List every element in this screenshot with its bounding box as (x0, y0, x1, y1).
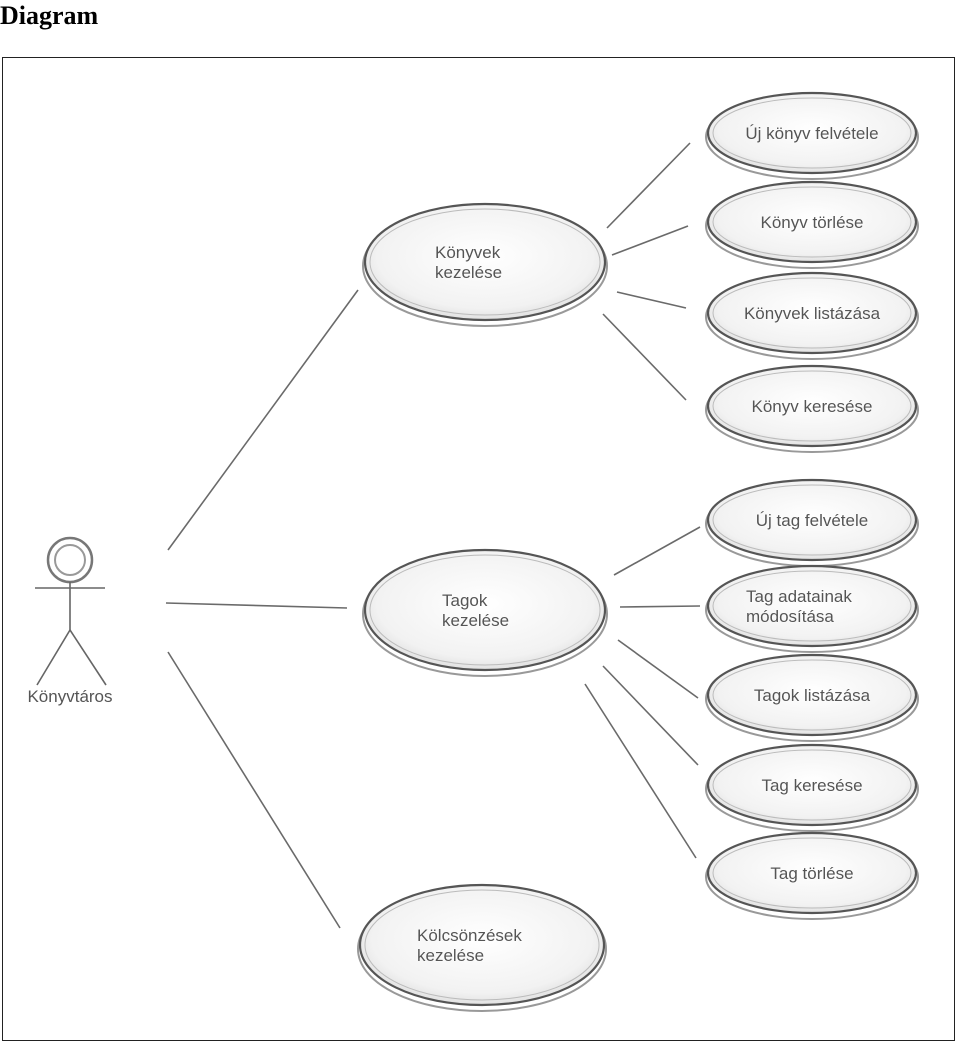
actor-label: Könyvtáros (27, 687, 112, 706)
page-heading: Diagram (0, 1, 99, 30)
use-case-label: Könyv keresése (752, 397, 873, 416)
use-case-books-1[interactable]: Könyv törlése (705, 180, 919, 269)
use-case-label: kezelése (417, 946, 484, 965)
use-case-label: Tag adatainak (746, 587, 852, 606)
actor: Könyvtáros (27, 536, 113, 706)
use-case-label: kezelése (442, 611, 509, 630)
diagram-frame (2, 57, 955, 1041)
actor-head-inner (54, 544, 86, 576)
actor-leg-left (36, 629, 71, 686)
association-line-members-4 (584, 683, 697, 859)
use-case-books-0[interactable]: Új könyv felvétele (705, 91, 919, 180)
association-line-members-2 (617, 639, 699, 699)
use-case-books-2[interactable]: Könyvek listázása (705, 271, 919, 360)
association-line-members-0 (613, 526, 701, 576)
use-case-members-3[interactable]: Tag keresése (705, 743, 919, 832)
use-case-label: kezelése (435, 263, 502, 282)
association-line-actor-loans (167, 651, 341, 929)
use-case-books-3[interactable]: Könyv keresése (705, 364, 919, 453)
use-case-label: Tag keresése (761, 776, 862, 795)
association-line-actor-members (165, 602, 348, 609)
use-case-label: Könyv törlése (761, 213, 864, 232)
association-line-books-3 (602, 313, 687, 401)
use-case-members-2[interactable]: Tagok listázása (705, 653, 919, 742)
association-line-actor-books (167, 289, 359, 551)
use-case-label: Új tag felvétele (756, 511, 868, 530)
association-line-members-1 (619, 605, 701, 608)
association-lines (165, 142, 701, 929)
use-case-label: Könyvek (435, 243, 501, 262)
use-case-members-0[interactable]: Új tag felvétele (705, 478, 919, 567)
association-line-books-1 (611, 225, 689, 256)
association-line-books-2 (616, 291, 687, 309)
association-line-books-0 (606, 142, 691, 229)
use-case-members-4[interactable]: Tag törlése (705, 831, 919, 920)
use-case-label: Tagok (442, 591, 488, 610)
actor-leg-right (69, 629, 107, 686)
association-line-members-3 (602, 665, 699, 766)
use-case-label: Könyvek listázása (744, 304, 881, 323)
use-case-label: Tagok listázása (754, 686, 871, 705)
use-case-label: módosítása (746, 607, 834, 626)
use-case-label: Kölcsönzések (417, 926, 522, 945)
use-case-label: Tag törlése (770, 864, 853, 883)
use-case-label: Új könyv felvétele (745, 124, 878, 143)
